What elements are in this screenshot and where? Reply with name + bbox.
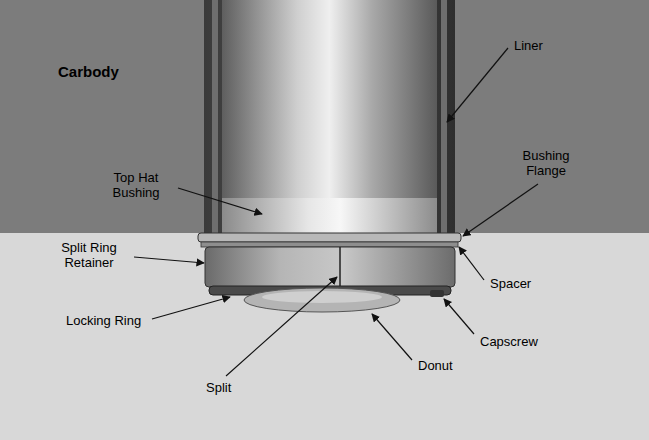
region-label: Carbody <box>58 64 119 79</box>
split-line <box>339 247 341 287</box>
part-label: Liner <box>514 38 543 53</box>
ground <box>0 233 649 440</box>
liner <box>204 0 455 236</box>
leader-line <box>444 299 474 334</box>
part-label: Bushing Flange <box>508 148 584 178</box>
bushing <box>222 0 437 236</box>
part-label: Donut <box>418 358 453 373</box>
part-label: Split <box>206 380 231 395</box>
leader-line <box>459 247 484 280</box>
donut-highlight <box>262 291 382 303</box>
liner-edge <box>441 0 447 236</box>
part-label: Spacer <box>490 276 531 291</box>
part-label: Capscrew <box>480 334 538 349</box>
bushing-flange <box>198 233 461 242</box>
leader-line <box>463 184 538 236</box>
part-label: Locking Ring <box>66 313 141 328</box>
leader-line <box>226 277 337 376</box>
part-label: Split Ring Retainer <box>48 240 130 270</box>
leader-line <box>372 314 412 360</box>
split-ring-retainer <box>205 247 455 287</box>
part-label: Top Hat Bushing <box>98 170 174 200</box>
leader-line <box>447 48 508 122</box>
spacer <box>201 242 458 247</box>
leader-line <box>134 257 204 263</box>
leader-line <box>152 297 230 319</box>
top-hat-bushing <box>222 198 437 236</box>
donut <box>244 288 400 312</box>
leader-line <box>178 188 262 214</box>
capscrew <box>430 290 444 297</box>
